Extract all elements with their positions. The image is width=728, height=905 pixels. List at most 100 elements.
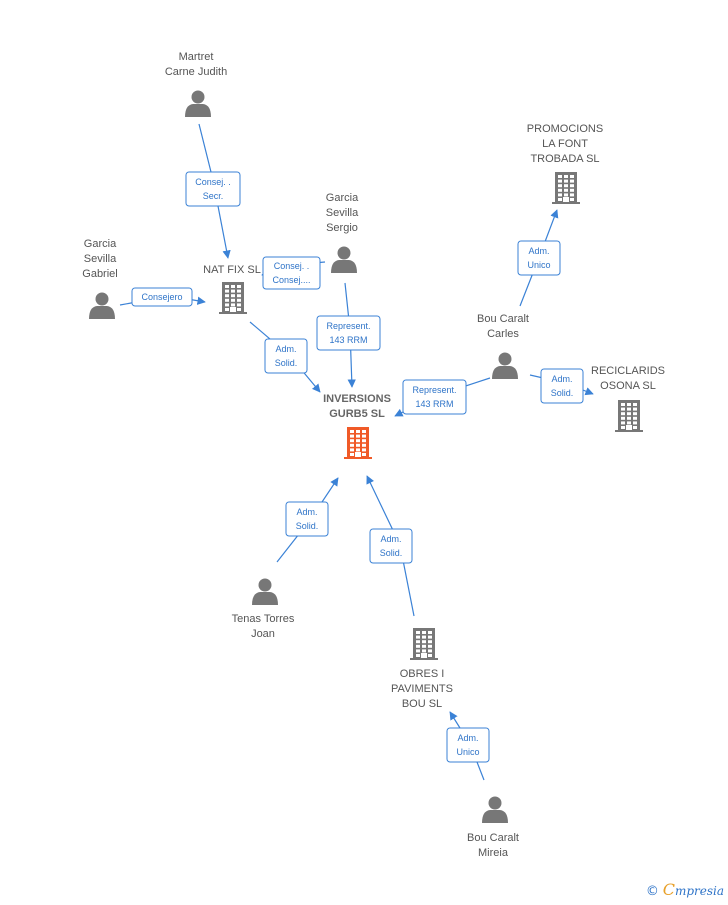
person-icon [482,796,508,823]
edge-sergio-natfix: Consej. . Consej.... [261,256,326,290]
edge-label-box [131,287,193,307]
edge-label-box [517,240,561,276]
node-label: TROBADA SL [530,153,599,165]
edge-label-text: Adm. [528,246,549,256]
building-icon [615,400,643,432]
edge-label-text: Adm. [275,344,296,354]
edge-label-box [446,727,490,763]
node-obres[interactable]: OBRES I PAVIMENTS BOU SL [391,628,453,710]
edge-label[interactable]: Represent. 143 RRM [316,315,381,351]
building-icon [410,628,438,660]
node-label: Sevilla [326,207,359,219]
node-reciclarids[interactable]: RECICLARIDS OSONA SL [591,365,665,432]
node-label: Gabriel [82,268,117,280]
edge-label-text: Unico [456,747,479,757]
edge-tenas-inversions: Adm. Solid. [276,477,339,563]
edge-label-box [369,528,413,564]
edge-label-box [285,501,329,537]
copyright-icon: © [645,884,659,899]
person-icon [252,578,278,605]
node-label: INVERSIONS [323,393,391,405]
edge-label-text: 143 RRM [415,399,453,409]
edge-carles-inversions: Represent. 143 RRM [394,377,491,417]
edge-carles-reciclarids: Adm. Solid. [529,368,594,404]
edge-natfix-inversions: Adm. Solid. [249,321,321,393]
node-label: RECICLARIDS [591,365,665,377]
node-label: Martret [179,51,214,63]
person-icon [89,292,115,319]
edge-label-text: 143 RRM [329,335,367,345]
node-label: Bou Caralt [467,832,519,844]
node-label: Garcia [84,238,117,250]
building-icon [219,282,247,314]
node-inversions[interactable]: INVERSIONS GURB5 SL [323,393,391,459]
edge-label-text: Consej. . [195,177,231,187]
edge-label[interactable]: Adm. Unico [446,727,490,763]
brand-logo-text: mpresia [674,884,724,898]
node-label: PAVIMENTS [391,683,453,695]
edge-label[interactable]: Adm. Solid. [264,338,308,374]
edge-label-box [540,368,584,404]
node-label: LA FONT [542,138,588,150]
edge-label-text: Solid. [551,388,574,398]
edge-label[interactable]: Consej. . Consej.... [262,256,321,290]
edge-label-text: Adm. [551,374,572,384]
person-icon [492,352,518,379]
edge-label-text: Secr. [203,191,224,201]
edge-label-text: Solid. [275,358,298,368]
edge-label[interactable]: Consejero [131,287,193,307]
node-label: Sergio [326,222,358,234]
edge-label[interactable]: Adm. Solid. [369,528,413,564]
node-label: OSONA SL [600,380,656,392]
edge-label-text: Adm. [296,507,317,517]
edges: Consej. . Secr. Consejero Consej. . Consej..… [119,123,594,781]
edge-sergio-inversions: Represent. 143 RRM [316,282,381,388]
brand-logo-initial: C [662,880,675,899]
node-label: BOU SL [402,698,442,710]
edge-label[interactable]: Adm. Solid. [540,368,584,404]
edge-label-box [185,171,241,207]
node-label: NAT FIX SL [203,264,261,276]
brand-footer: © Cmpresia [646,880,724,899]
edge-label-text: Consej.... [272,275,310,285]
edge-gabriel-natfix: Consejero [119,287,206,307]
edge-label[interactable]: Adm.Unico [517,240,561,276]
edge-label[interactable]: Consej. . Secr. [185,171,241,207]
edge-martret-natfix: Consej. . Secr. [185,123,241,259]
edge-label-text: Adm. [380,534,401,544]
person-icon [331,246,357,273]
edge-label-box [262,256,321,290]
edge-label-text: Represent. [412,385,456,395]
edge-label-text: Represent. [326,321,370,331]
main-building-icon [344,427,372,459]
edge-label-text: Adm. [457,733,478,743]
edge-label-text: Consej. . [274,261,310,271]
node-label: Carles [487,328,519,340]
edge-label[interactable]: Adm. Solid. [285,501,329,537]
node-promocions[interactable]: PROMOCIONS LA FONT TROBADA SL [527,123,603,204]
edge-label-box [264,338,308,374]
node-natfix[interactable]: NAT FIX SL [203,264,261,314]
node-label: Mireia [478,847,509,859]
edge-label-text: Solid. [296,521,319,531]
edge-label-text: Solid. [380,548,403,558]
node-label: Joan [251,628,275,640]
node-label: Sevilla [84,253,117,265]
node-label: Garcia [326,192,359,204]
node-label: PROMOCIONS [527,123,603,135]
edge-label-box [316,315,381,351]
node-label: OBRES I [400,668,445,680]
edge-label-box [402,379,467,415]
node-label: Bou Caralt [477,313,529,325]
node-label: GURB5 SL [329,408,385,420]
edge-label[interactable]: Represent. 143 RRM [402,379,467,415]
person-icon [185,90,211,117]
